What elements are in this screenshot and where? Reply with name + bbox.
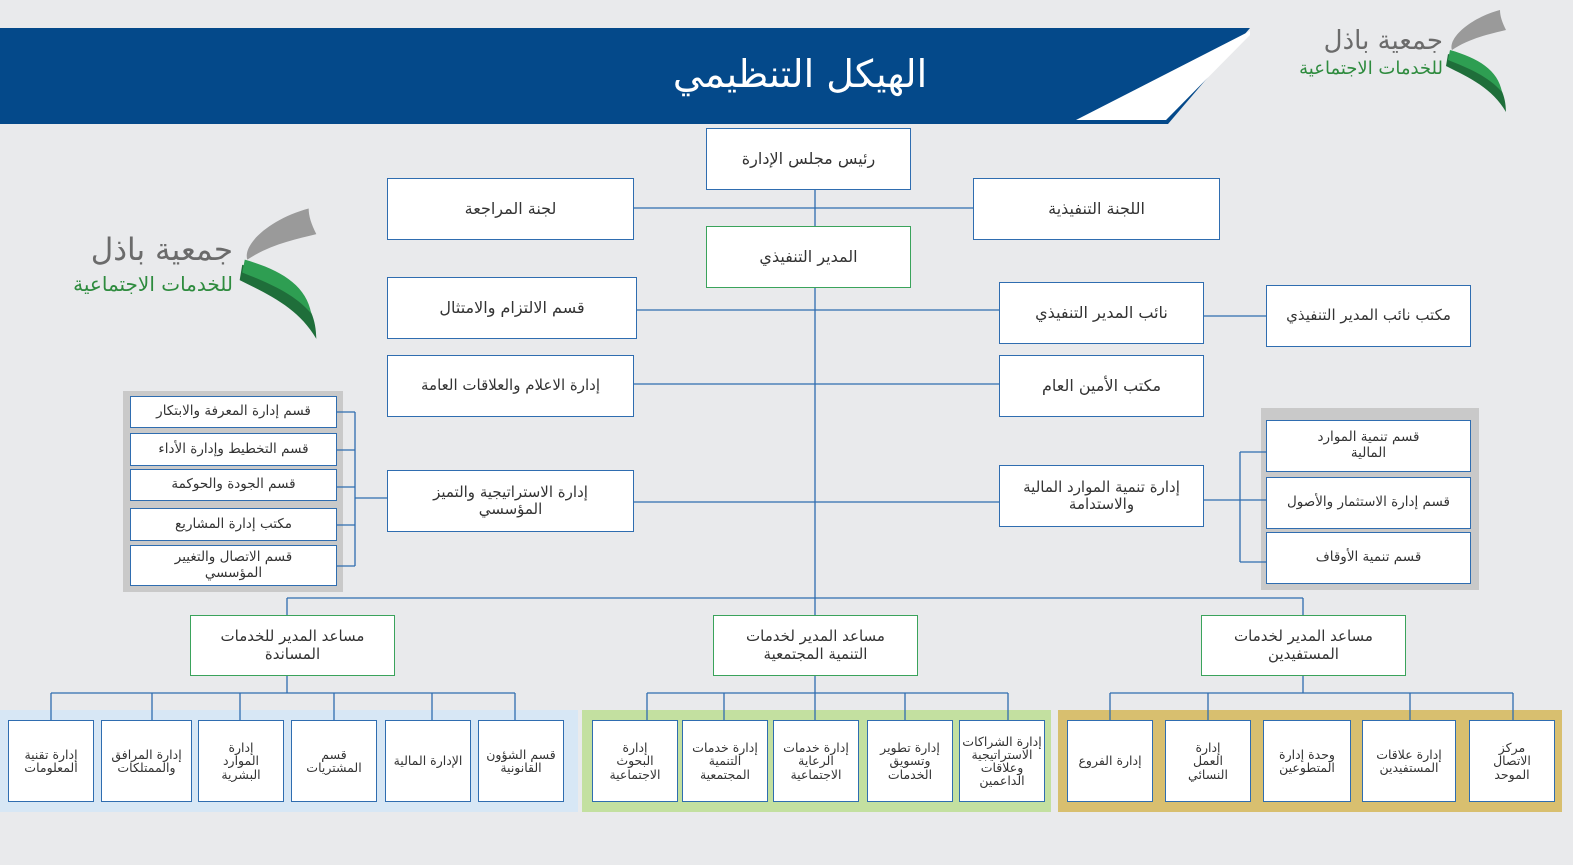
logo-swoosh-icon	[239, 208, 317, 339]
logo-subtitle-top: للخدمات الاجتماعية	[1299, 58, 1443, 79]
page-title: الهيكل التنظيمي	[672, 52, 928, 96]
finance-section-awqaf: قسم تنمية الأوقاف	[1266, 532, 1471, 584]
support-unit-finance: الإدارة المالية	[385, 720, 471, 802]
assistant-support-box: مساعد المدير للخدمات المساندة	[190, 615, 395, 676]
board-chair-box: رئيس مجلس الإدارة	[706, 128, 911, 190]
logo-name-top: جمعية باذل	[1323, 26, 1443, 56]
strategy-box: إدارة الاستراتيجية والتميز المؤسسي	[387, 470, 634, 532]
community-unit-development: إدارة خدمات التنمية المجتمعية	[682, 720, 768, 802]
finance-section-resources: قسم تنمية الموارد المالية	[1266, 420, 1471, 472]
logo-swoosh-icon	[1446, 10, 1506, 112]
support-unit-legal: قسم الشؤون القانونية	[478, 720, 564, 802]
beneficiary-unit-contact-center: مركز الاتصال الموحد	[1469, 720, 1555, 802]
deputy-director-box: نائب المدير التنفيذي	[999, 282, 1204, 344]
audit-committee-box: لجنة المراجعة	[387, 178, 634, 240]
community-unit-marketing: إدارة تطوير وتسويق الخدمات	[867, 720, 953, 802]
executive-director-box: المدير التنفيذي	[706, 226, 911, 288]
support-unit-procurement: قسم المشتريات	[291, 720, 377, 802]
support-unit-it: إدارة تقنية المعلومات	[8, 720, 94, 802]
financial-development-box: إدارة تنمية الموارد المالية والاستدامة	[999, 465, 1204, 527]
beneficiary-unit-volunteers: وحدة إدارة المتطوعين	[1263, 720, 1351, 802]
strategy-section-quality: قسم الجودة والحوكمة	[130, 469, 337, 501]
beneficiary-unit-relations: إدارة علاقات المستفيدين	[1362, 720, 1456, 802]
finance-section-investment: قسم إدارة الاستثمار والأصول	[1266, 477, 1471, 529]
strategy-section-knowledge: قسم إدارة المعرفة والابتكار	[130, 396, 337, 428]
deputy-office-box: مكتب نائب المدير التنفيذي	[1266, 285, 1471, 347]
executive-committee-box: اللجنة التنفيذية	[973, 178, 1220, 240]
support-unit-facilities: إدارة المرافق والممتلكات	[101, 720, 192, 802]
beneficiary-unit-women: إدارة العمل النسائي	[1165, 720, 1251, 802]
community-unit-research: إدارة البحوث الاجتماعية	[592, 720, 678, 802]
logo-name-left: جمعية باذل	[90, 232, 233, 268]
logo-subtitle-left: للخدمات الاجتماعية	[73, 272, 233, 296]
secretary-office-box: مكتب الأمين العام	[999, 355, 1204, 417]
strategy-section-planning: قسم التخطيط وإدارة الأداء	[130, 433, 337, 466]
beneficiary-unit-branches: إدارة الفروع	[1067, 720, 1153, 802]
support-unit-hr: إدارة الموارد البشرية	[198, 720, 284, 802]
strategy-section-pmo: مكتب إدارة المشاريع	[130, 508, 337, 541]
compliance-box: قسم الالتزام والامتثال	[387, 277, 637, 339]
community-unit-welfare: إدارة خدمات الرعاية الاجتماعية	[773, 720, 859, 802]
media-relations-box: إدارة الاعلام والعلاقات العامة	[387, 355, 634, 417]
community-unit-partnerships: إدارة الشراكات الاستراتيجية وعلاقات الدا…	[959, 720, 1045, 802]
assistant-community-box: مساعد المدير لخدمات التنمية المجتمعية	[713, 615, 918, 676]
title-banner	[0, 28, 1250, 124]
strategy-section-communication: قسم الاتصال والتغيير المؤسسي	[130, 545, 337, 586]
assistant-beneficiaries-box: مساعد المدير لخدمات المستفيدين	[1201, 615, 1406, 676]
